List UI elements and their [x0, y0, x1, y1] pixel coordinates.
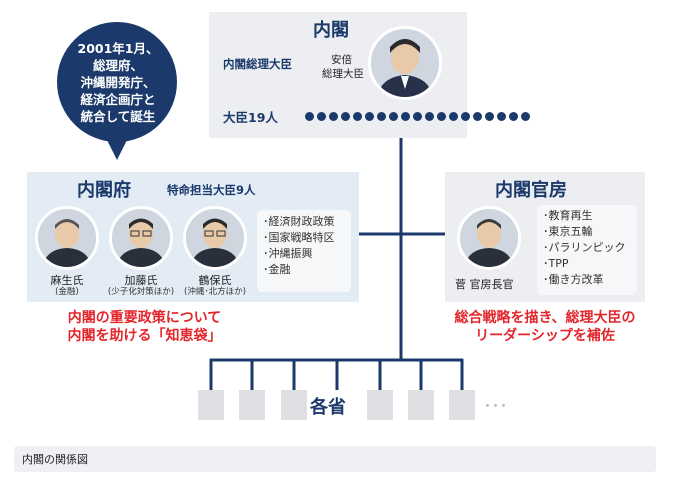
cabinet-title: 内閣 [313, 20, 349, 41]
duty-item: ･パラリンピック [543, 241, 626, 254]
duty-item: ･経済財政政策 [263, 215, 335, 228]
minister-dot [353, 112, 362, 121]
bubble-line: 経済企画庁と [80, 92, 156, 107]
minister-dot [497, 112, 506, 121]
minister-dot [305, 112, 314, 121]
person-name: 鶴保氏 [198, 274, 232, 287]
duty-item: ･金融 [263, 263, 291, 276]
aso-avatar [35, 206, 99, 270]
duty-item: ･沖縄振興 [263, 247, 313, 260]
cabinet-secretariat-box: 内閣官房 菅 官房長官 ･教育再生 ･東京五輪 ･パラリンピック ･TPP ･働… [445, 172, 645, 302]
tagline-line: 内閣を助ける「知恵袋」 [67, 328, 222, 344]
cabinet-office-title: 内閣府 [77, 180, 131, 201]
minister-dot [509, 112, 518, 121]
pm-title: 総理大臣 [322, 68, 364, 80]
minister-dots [305, 112, 530, 121]
person-icon [112, 209, 170, 267]
duty-item: ･TPP [543, 257, 569, 270]
tagline-line: 総合戦略を描き、総理大臣の [454, 310, 636, 326]
bubble-line: 統合して誕生 [80, 109, 156, 124]
caption-bar: 内閣の関係図 [14, 446, 656, 472]
suga-avatar [457, 206, 521, 270]
bubble-line: 沖縄開発庁、 [80, 75, 156, 90]
minister-dot [389, 112, 398, 121]
cabinet-office-duties: ･経済財政政策 ･国家戦略特区 ･沖縄振興 ･金融 [257, 210, 351, 292]
ministry-box [367, 390, 393, 420]
duty-item: ･東京五輪 [543, 225, 593, 238]
person-note: (金融) [55, 287, 79, 297]
minister-dot [521, 112, 530, 121]
info-bubble [57, 22, 177, 160]
kato-avatar [109, 206, 173, 270]
person-icon [371, 29, 439, 97]
caption-text: 内閣の関係図 [22, 454, 88, 466]
person-note: (沖縄･北方ほか) [184, 287, 246, 297]
ministers-label: 大臣19人 [223, 110, 278, 125]
person-name: 麻生氏 [50, 274, 84, 287]
cabinet-secretariat-title: 内閣官房 [495, 180, 567, 201]
minister-dot [401, 112, 410, 121]
person-icon [186, 209, 244, 267]
tagline-line: リーダーシップを補佐 [475, 328, 615, 344]
ministry-box [198, 390, 224, 420]
minister-dot [425, 112, 434, 121]
minister-dot [473, 112, 482, 121]
tsuruho-avatar [183, 206, 247, 270]
person-icon [460, 209, 518, 267]
pm-role: 内閣総理大臣 [223, 57, 292, 71]
suga-caption: 菅 官房長官 [455, 278, 514, 291]
minister-dot [413, 112, 422, 121]
ministry-box [408, 390, 434, 420]
bubble-line: 2001年1月、 [77, 41, 159, 56]
ministry-box [281, 390, 307, 420]
ministries-ellipsis: ･･･ [484, 399, 508, 415]
duty-item: ･働き方改革 [543, 273, 604, 286]
cabinet-secretariat-tagline: 総合戦略を描き、総理大臣の リーダーシップを補佐 [430, 309, 660, 345]
cabinet-office-tagline: 内閣の重要政策について 内閣を助ける「知恵袋」 [27, 309, 262, 345]
person-note: (少子化対策ほか) [107, 287, 175, 297]
minister-dot [341, 112, 350, 121]
minister-dot [329, 112, 338, 121]
minister-dot [449, 112, 458, 121]
cabinet-office-subtitle: 特命担当大臣9人 [167, 183, 256, 197]
person-name: 加藤氏 [124, 274, 158, 287]
pm-name: 安倍 [331, 54, 352, 66]
duty-item: ･国家戦略特区 [263, 231, 335, 244]
bubble-text: 2001年1月、 総理府、 沖縄開発庁、 経済企画庁と 統合して誕生 [60, 40, 176, 125]
minister-dot [437, 112, 446, 121]
minister-dot [377, 112, 386, 121]
cabinet-office-box: 内閣府 特命担当大臣9人 麻生氏 (金融) [27, 172, 359, 302]
aso-caption: 麻生氏 (金融) [27, 274, 107, 298]
person-icon [38, 209, 96, 267]
duty-item: ･教育再生 [543, 209, 593, 222]
cabinet-secretariat-duties: ･教育再生 ･東京五輪 ･パラリンピック ･TPP ･働き方改革 [537, 205, 637, 295]
minister-dot [317, 112, 326, 121]
minister-dot [485, 112, 494, 121]
bubble-line: 総理府、 [92, 58, 143, 73]
minister-dot [461, 112, 470, 121]
kato-caption: 加藤氏 (少子化対策ほか) [101, 274, 181, 298]
minister-dot [365, 112, 374, 121]
ministries-label: 各省 [310, 397, 346, 418]
ministry-box [239, 390, 265, 420]
pm-avatar [368, 26, 442, 100]
tagline-line: 内閣の重要政策について [67, 310, 222, 326]
tsuruho-caption: 鶴保氏 (沖縄･北方ほか) [175, 274, 255, 298]
ministry-box [449, 390, 475, 420]
